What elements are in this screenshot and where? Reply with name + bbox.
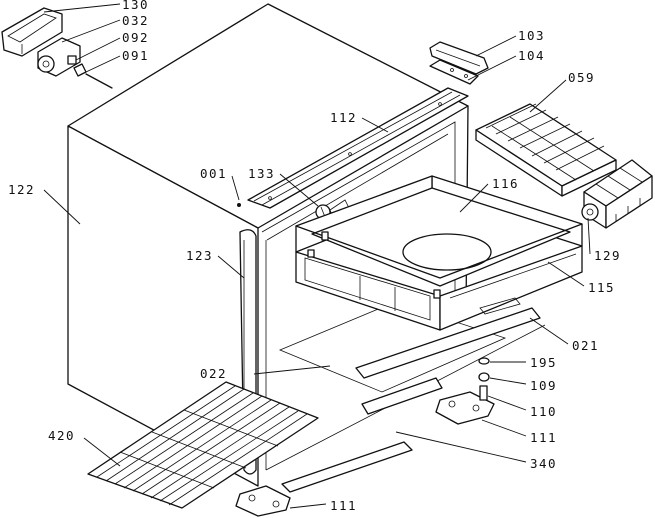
label-104: 104 (518, 48, 545, 63)
bottom-rail-340b (281, 441, 413, 493)
part-labels: 130 032 092 091 103 104 059 112 001 133 … (8, 0, 621, 513)
label-021: 021 (572, 338, 599, 353)
ice-tray-059 (475, 103, 617, 197)
label-195: 195 (530, 355, 557, 370)
label-103: 103 (518, 28, 545, 43)
label-092: 092 (122, 30, 149, 45)
ice-maker-129 (581, 159, 653, 229)
label-122: 122 (8, 182, 35, 197)
label-091: 091 (122, 48, 149, 63)
label-123: 123 (186, 248, 213, 263)
grille-420 (87, 381, 319, 509)
kickplate-021 (355, 307, 541, 379)
label-112: 112 (330, 110, 357, 125)
label-130: 130 (122, 0, 149, 12)
leader-lines (43, 3, 591, 509)
label-115: 115 (588, 280, 615, 295)
bottom-rail-340 (361, 377, 443, 415)
label-111-left: 111 (330, 498, 357, 513)
label-022: 022 (200, 366, 227, 381)
label-133: 133 (248, 166, 275, 181)
label-110: 110 (530, 404, 557, 419)
washer-195 (478, 357, 490, 365)
label-111-right: 111 (530, 430, 557, 445)
hinge-103-104 (429, 41, 489, 85)
label-420: 420 (48, 428, 75, 443)
pin-110 (479, 385, 488, 401)
label-001: 001 (200, 166, 227, 181)
label-109: 109 (530, 378, 557, 393)
label-129: 129 (594, 248, 621, 263)
nut-109 (478, 372, 490, 382)
light-assembly (1, 7, 113, 89)
label-340: 340 (530, 456, 557, 471)
foot-111-left (235, 485, 291, 517)
label-032: 032 (122, 13, 149, 28)
screw-001 (237, 203, 241, 207)
top-rail-112 (247, 87, 469, 209)
label-059: 059 (568, 70, 595, 85)
drawer-115 (295, 175, 583, 331)
label-116: 116 (492, 176, 519, 191)
